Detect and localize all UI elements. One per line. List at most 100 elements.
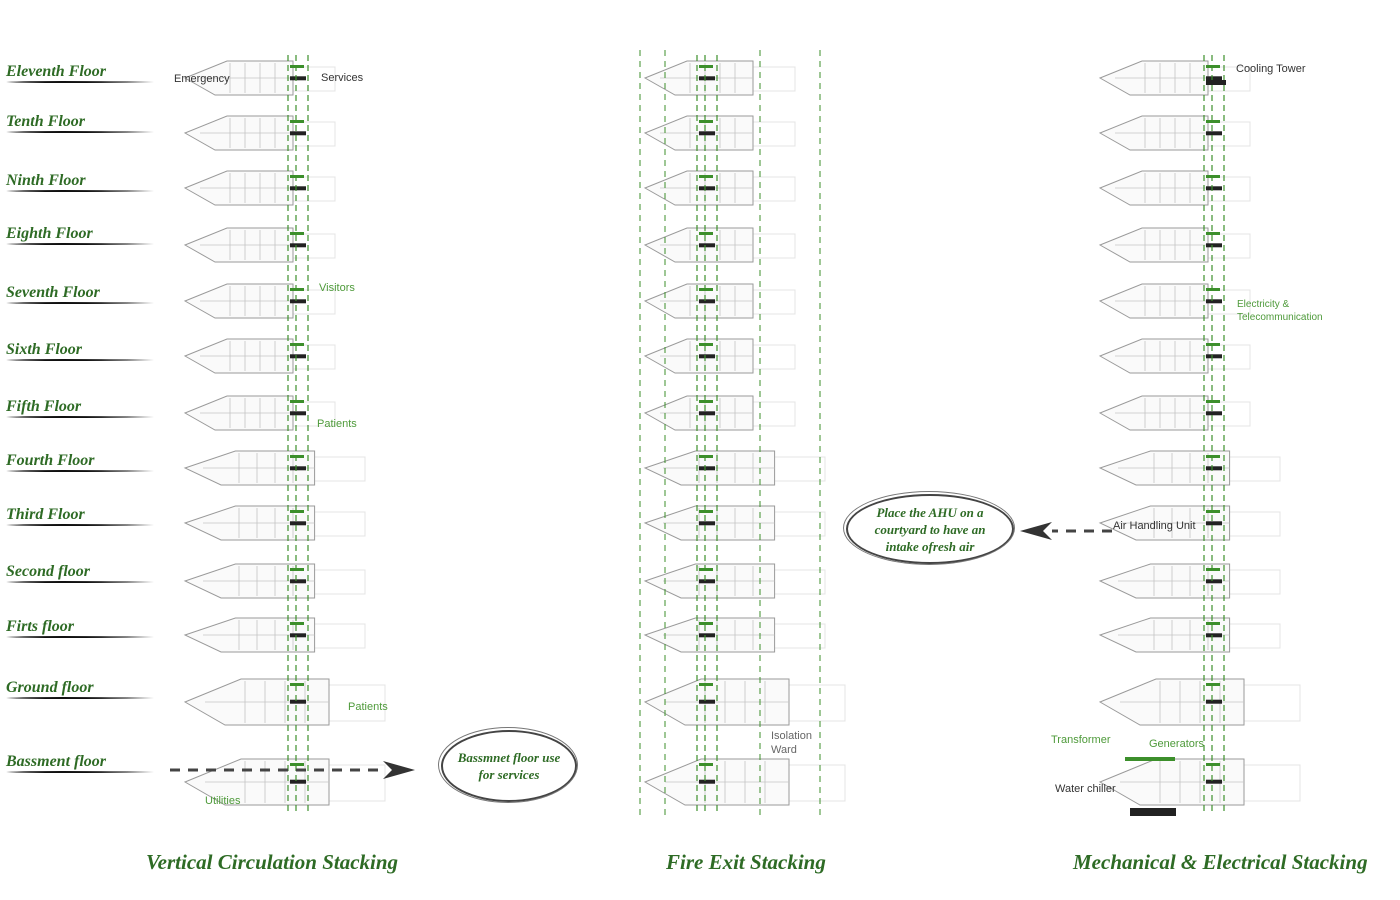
shaft-green-marker <box>290 510 304 513</box>
brush-stroke <box>6 524 154 526</box>
floor-label-second: Second floor <box>6 563 156 589</box>
shaft-green-marker <box>290 568 304 571</box>
brush-stroke <box>6 81 154 83</box>
shaft-core-marker <box>290 466 306 471</box>
shaft-core-marker <box>290 186 306 191</box>
floor-label-text: Second floor <box>6 563 90 580</box>
shaft-green-marker <box>1206 683 1220 686</box>
shaft-green-marker <box>290 232 304 235</box>
note-ahu-bubble: Place the AHU on a courtyard to have an … <box>843 491 1015 565</box>
brush-stroke <box>6 636 154 638</box>
shaft-green-marker <box>699 568 713 571</box>
label-generators: Generators <box>1149 738 1205 750</box>
shaft-core-marker <box>1206 354 1222 359</box>
floor-plans <box>183 50 1301 820</box>
shaft-green-marker <box>699 622 713 625</box>
floor-label-fourth: Fourth Floor <box>6 452 156 478</box>
shaft-core-marker <box>290 411 306 416</box>
note-basement-bubble: Bassmnet floor use for services <box>438 727 578 803</box>
shaft-core-marker <box>699 411 715 416</box>
caption-mechanical-electrical: Mechanical & Electrical Stacking <box>1073 850 1368 874</box>
shaft-core-marker <box>290 131 306 136</box>
shaft-green-marker <box>699 175 713 178</box>
shaft-green-marker <box>290 175 304 178</box>
shaft-green-marker <box>699 232 713 235</box>
shaft-core-marker <box>699 466 715 471</box>
floor-label-tenth: Tenth Floor <box>6 113 156 139</box>
shaft-core-marker <box>1206 779 1222 784</box>
floor-label-fifth: Fifth Floor <box>6 398 156 424</box>
label-cooling-tower: Cooling Tower <box>1236 63 1306 75</box>
label-isolation-ward: Isolation Ward <box>771 730 812 756</box>
shaft-green-marker <box>699 120 713 123</box>
shaft-green-marker <box>290 455 304 458</box>
shaft-core-marker <box>290 579 306 584</box>
brush-stroke <box>6 243 154 245</box>
shaft-core-marker <box>290 354 306 359</box>
floor-label-text: Bassment floor <box>6 753 107 770</box>
shaft-core-marker <box>699 699 715 704</box>
shaft-green-marker <box>699 683 713 686</box>
floor-label-sixth: Sixth Floor <box>6 341 156 367</box>
shaft-green-marker <box>290 400 304 403</box>
shaft-core-marker <box>699 579 715 584</box>
shaft-green-marker <box>699 65 713 68</box>
shaft-core-marker <box>1206 466 1222 471</box>
shaft-green-marker <box>290 343 304 346</box>
brush-stroke <box>6 581 154 583</box>
shaft-core-marker <box>1206 579 1222 584</box>
floor-label-text: Tenth Floor <box>6 113 85 130</box>
brush-stroke <box>6 302 154 304</box>
floor-label-text: Sixth Floor <box>6 341 83 358</box>
shaft-core-marker <box>1206 633 1222 638</box>
shaft-green-marker <box>1206 175 1220 178</box>
caption-vertical-circulation: Vertical Circulation Stacking <box>146 850 399 874</box>
brush-stroke <box>6 359 154 361</box>
brush-stroke <box>6 416 154 418</box>
water-chiller-block <box>1130 808 1176 816</box>
shaft-core-marker <box>290 699 306 704</box>
floor-label-ground: Ground floor <box>6 679 156 705</box>
shaft-core-marker <box>1206 186 1222 191</box>
shaft-core-marker <box>290 243 306 248</box>
label-visitors: Visitors <box>319 282 355 294</box>
floor-label-ninth: Ninth Floor <box>6 172 156 198</box>
shaft-green-marker <box>290 683 304 686</box>
label-air-handling-unit: Air Handling Unit <box>1113 520 1196 532</box>
shaft-green-marker <box>1206 232 1220 235</box>
shaft-green-marker <box>1206 455 1220 458</box>
shaft-core-marker <box>1206 521 1222 526</box>
shaft-core-marker <box>290 521 306 526</box>
shaft-core-marker <box>699 521 715 526</box>
caption-fire-exit: Fire Exit Stacking <box>666 850 826 874</box>
shaft-core-marker <box>290 76 306 81</box>
label-emergency: Emergency <box>174 73 230 85</box>
shaft-green-marker <box>290 288 304 291</box>
brush-stroke <box>6 190 154 192</box>
shaft-core-marker <box>1206 699 1222 704</box>
shaft-core-marker <box>1206 76 1222 81</box>
note-ahu-text: Place the AHU on a courtyard to have an … <box>874 504 986 554</box>
shaft-green-marker <box>699 288 713 291</box>
floor-label-text: Eleventh Floor <box>6 63 107 80</box>
shaft-core-marker <box>290 633 306 638</box>
label-transformer: Transformer <box>1051 734 1111 746</box>
ahu-arrow <box>1020 522 1112 540</box>
label-patients: Patients <box>317 418 357 430</box>
shaft-core-marker <box>699 354 715 359</box>
shaft-core-marker <box>699 131 715 136</box>
shaft-core-marker <box>1206 131 1222 136</box>
floor-label-text: Fourth Floor <box>6 452 95 469</box>
floor-label-text: Eighth Floor <box>6 225 93 242</box>
brush-stroke <box>6 470 154 472</box>
shaft-green-marker <box>1206 763 1220 766</box>
shaft-core-marker <box>699 186 715 191</box>
brush-stroke <box>6 131 154 133</box>
floor-label-text: Firts floor <box>6 618 75 635</box>
shaft-core-marker <box>699 299 715 304</box>
shaft-green-marker <box>699 510 713 513</box>
shaft-core-marker <box>290 299 306 304</box>
shaft-core-marker <box>699 779 715 784</box>
floor-label-text: Fifth Floor <box>6 398 82 415</box>
